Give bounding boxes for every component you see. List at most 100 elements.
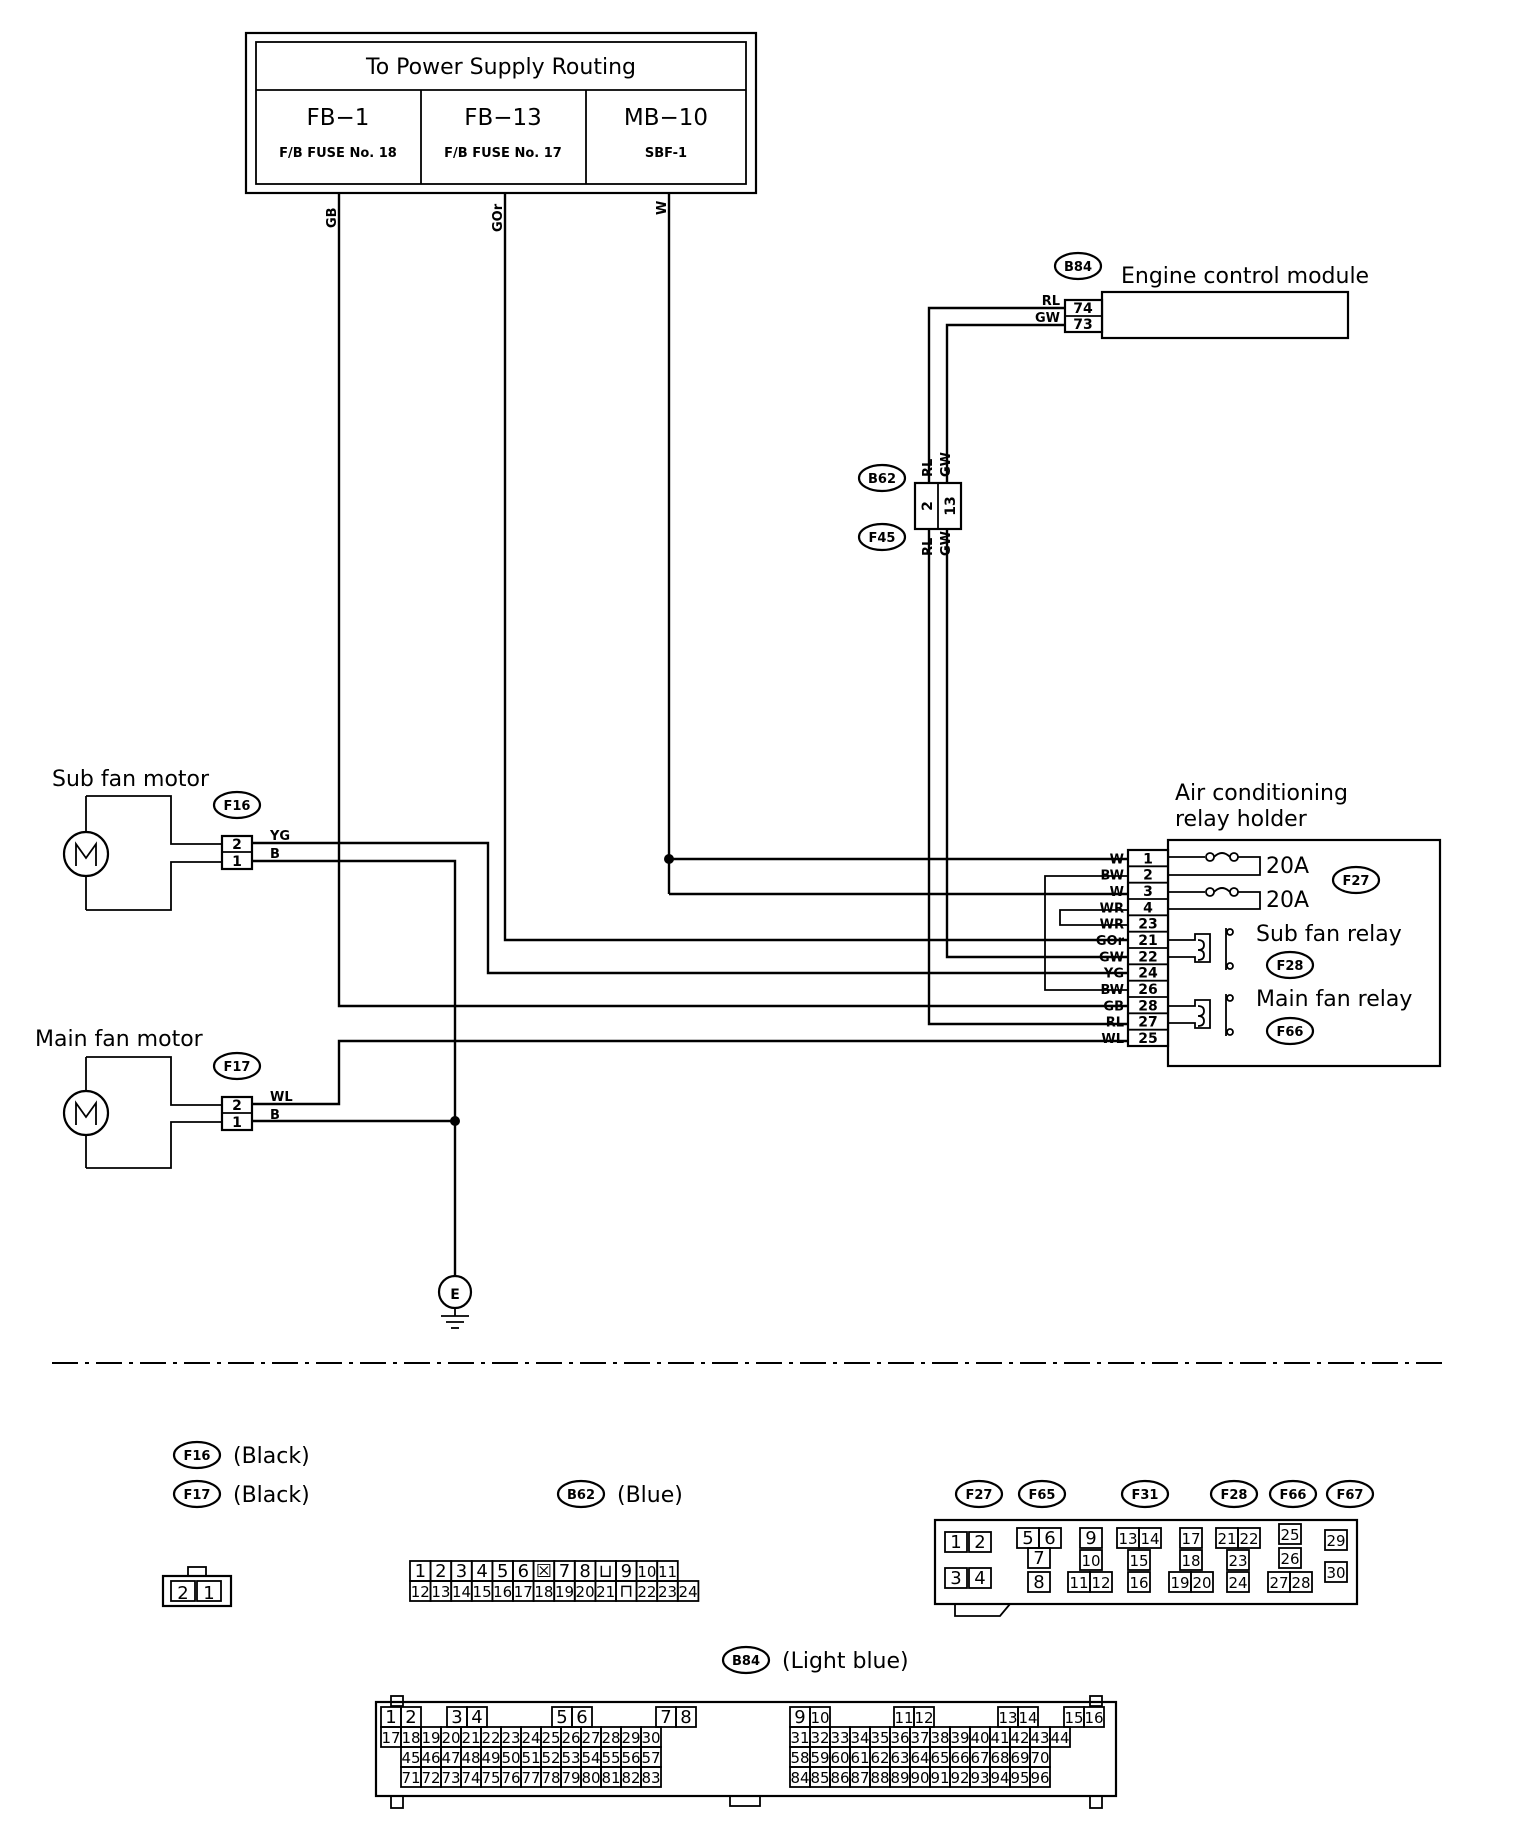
b84-pin: 40: [970, 1729, 989, 1747]
legend-b62-id: B62: [567, 1488, 595, 1503]
relay-pin-wire-3: W: [1110, 885, 1124, 900]
b62-pin: ☒: [536, 1561, 552, 1582]
b84-pin: 1: [385, 1707, 396, 1728]
main-fan-wire-wl: WL: [270, 1090, 293, 1105]
b84-pin: 76: [501, 1769, 520, 1787]
main-fan-label: Main fan motor: [35, 1027, 204, 1052]
b84-pin: 86: [830, 1769, 849, 1787]
b84-pin: 57: [641, 1749, 660, 1767]
fuse-1: 20A: [1168, 852, 1309, 879]
engine-control-module: 74 73 B84 Engine control module RL GW: [1035, 251, 1369, 340]
b62-pin: 6: [518, 1561, 529, 1582]
b62-pin: 2: [435, 1561, 446, 1582]
b84-pin: 79: [561, 1769, 580, 1787]
sub-fan-connector-id: F16: [224, 799, 251, 814]
b62-pin: 1: [415, 1561, 426, 1582]
relay-pin-26: 26: [1138, 982, 1157, 998]
b84-pin: 87: [850, 1769, 869, 1787]
b84-pin: 66: [950, 1749, 969, 1767]
joint-pin-2: 2: [920, 501, 936, 511]
joint-pin-13: 13: [943, 496, 959, 515]
b84-pin: 19: [421, 1729, 440, 1747]
relay-connector-pin: 2: [974, 1532, 985, 1553]
fuse-2: 20A: [1168, 887, 1309, 913]
b84-pin: 78: [541, 1769, 560, 1787]
ecm-wire-gw: GW: [1035, 311, 1060, 326]
main-fan-relay-label: Main fan relay: [1256, 987, 1412, 1012]
legend-b84-color: (Light blue): [782, 1649, 909, 1674]
relay-pin-4: 4: [1143, 900, 1153, 916]
relay-connector-pin: 12: [1091, 1574, 1110, 1592]
b84-pin: 49: [481, 1749, 500, 1767]
b62-pin: 21: [596, 1583, 615, 1601]
sub-fan-relay: Sub fan relay F28: [1168, 922, 1402, 980]
relay-pin-wire-24: YG: [1103, 967, 1124, 982]
b84-pin: 7: [660, 1707, 671, 1728]
relay-pin-28: 28: [1138, 998, 1157, 1014]
b84-pin: 25: [541, 1729, 560, 1747]
relay-pin-1: 1: [1143, 851, 1153, 867]
relay-pin-27: 27: [1138, 1015, 1157, 1031]
relay-connector-pin: 21: [1217, 1530, 1236, 1548]
b62-pin: 20: [576, 1583, 595, 1601]
power-wires: GB GOr W: [325, 193, 1128, 1008]
b84-pin: 96: [1030, 1769, 1049, 1787]
b62-pin: 17: [514, 1583, 533, 1601]
relay-pin-wire-22: GW: [1099, 950, 1124, 965]
relay-pin-wire-28: GB: [1103, 999, 1124, 1014]
b84-pin: 56: [621, 1749, 640, 1767]
ecm-wires: [927, 306, 1128, 1026]
joint-wire-rl-bottom: RL: [921, 538, 936, 556]
wire-code-gor: GOr: [491, 203, 506, 232]
relay-pin-wire-25: WL: [1101, 1032, 1124, 1047]
power-supply-box: To Power Supply Routing FB−1 F/B FUSE No…: [244, 31, 758, 195]
b62-pin: 10: [637, 1563, 656, 1581]
ground-label: E: [450, 1287, 460, 1303]
b84-pin: 14: [1018, 1709, 1037, 1727]
main-fan-pin-1: 1: [232, 1115, 242, 1131]
relay-connector-id: F65: [1029, 1488, 1056, 1503]
relay-pin-list: 1W2BW3W4WR23WR21GOr22GW24YG26BW28GB27RL2…: [1096, 851, 1168, 1047]
relay-connector-pin: 7: [1033, 1548, 1044, 1569]
b84-pin: 26: [561, 1729, 580, 1747]
legend-f16-id: F16: [184, 1449, 211, 1464]
b84-pin: 80: [581, 1769, 600, 1787]
fuse-desc-2: F/B FUSE No. 17: [444, 146, 562, 161]
relay-pin-wire-21: GOr: [1096, 934, 1125, 949]
b84-pin: 13: [998, 1709, 1017, 1727]
b84-pin: 43: [1030, 1729, 1049, 1747]
b84-pin: 71: [401, 1769, 420, 1787]
relay-connector-pin: 9: [1085, 1528, 1096, 1549]
relay-connector-pin: 26: [1280, 1550, 1299, 1568]
main-fan-motor: Main fan motor 2 1 F17 WL B: [35, 1027, 1128, 1169]
relay-connector-id: F27: [966, 1488, 993, 1503]
b84-pin: 94: [990, 1769, 1009, 1787]
b84-pin: 21: [461, 1729, 480, 1747]
b84-pin: 75: [481, 1769, 500, 1787]
relay-connector-pin: 17: [1181, 1530, 1200, 1548]
relay-holder-label-1: Air conditioning: [1175, 781, 1348, 806]
b62-pin: 5: [497, 1561, 508, 1582]
fuse-2-rating: 20A: [1266, 888, 1309, 913]
ecm-connector-id: B84: [1064, 260, 1092, 275]
b62-pin: 8: [579, 1561, 590, 1582]
relay-connector-pin: 14: [1140, 1530, 1159, 1548]
relay-pin-22: 22: [1138, 949, 1157, 965]
b84-pin: 93: [970, 1769, 989, 1787]
sub-fan-wire-b: B: [270, 847, 280, 862]
relay-connector-pin: 4: [974, 1568, 985, 1589]
b84-pin: 29: [621, 1729, 640, 1747]
relay-connector-pin: 29: [1326, 1532, 1345, 1550]
b84-pin: 32: [810, 1729, 829, 1747]
b84-pin: 44: [1050, 1729, 1069, 1747]
b84-pin: 92: [950, 1769, 969, 1787]
b84-pin: 37: [910, 1729, 929, 1747]
b84-pin: 62: [870, 1749, 889, 1767]
b84-pin: 70: [1030, 1749, 1049, 1767]
b84-pin: 39: [950, 1729, 969, 1747]
sub-fan-relay-label: Sub fan relay: [1256, 922, 1402, 947]
b84-pin: 67: [970, 1749, 989, 1767]
relay-pin-21: 21: [1138, 933, 1157, 949]
b84-pin: 54: [581, 1749, 600, 1767]
b84-pin: 61: [850, 1749, 869, 1767]
